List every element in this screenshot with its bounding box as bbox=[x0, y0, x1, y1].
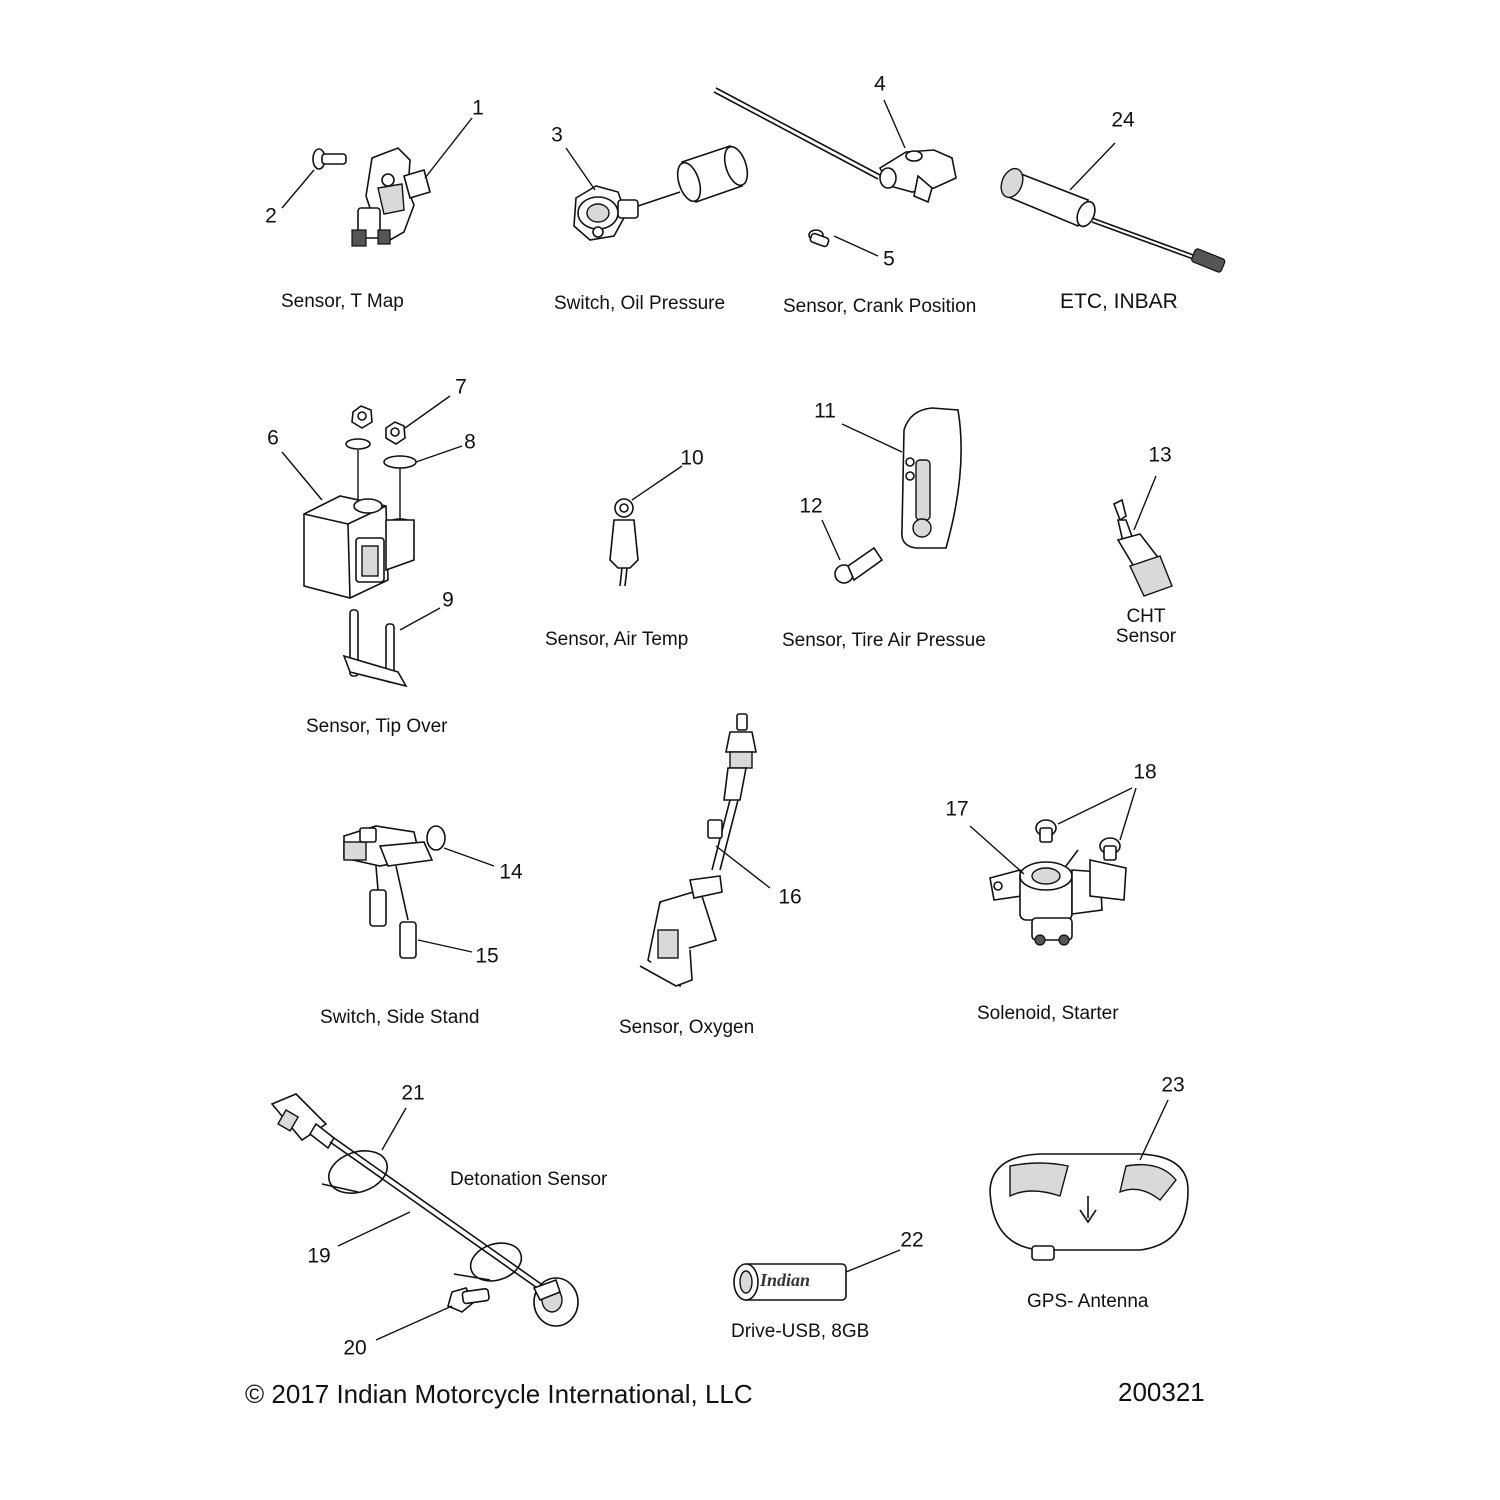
caption-crank-position: Sensor, Crank Position bbox=[783, 296, 977, 317]
oxygen-sensor-part bbox=[639, 713, 771, 988]
starter-solenoid-part bbox=[969, 787, 1137, 946]
tire-air-sensor-part bbox=[841, 407, 962, 549]
caption-usb: Drive-USB, 8GB bbox=[731, 1321, 870, 1342]
callout-7: 7 bbox=[455, 375, 467, 399]
callout-9: 9 bbox=[442, 588, 454, 612]
caption-cht: CHT Sensor bbox=[1116, 607, 1176, 647]
callout-22: 22 bbox=[900, 1228, 924, 1252]
caption-air-temp: Sensor, Air Temp bbox=[545, 629, 689, 650]
etc-inbar-part bbox=[1000, 142, 1226, 273]
indian-logo: Indian bbox=[760, 1270, 811, 1290]
caption-cht-line2: Sensor bbox=[1115, 625, 1177, 647]
caption-oil-pressure: Switch, Oil Pressure bbox=[554, 293, 726, 314]
side-stand-switch-part bbox=[343, 825, 495, 959]
callout-10: 10 bbox=[680, 446, 704, 470]
caption-solenoid: Solenoid, Starter bbox=[977, 1003, 1119, 1024]
caption-detonation: Detonation Sensor bbox=[450, 1169, 608, 1190]
crank-screw-part bbox=[808, 229, 879, 257]
air-temp-sensor-part bbox=[609, 465, 683, 587]
caption-side-stand: Switch, Side Stand bbox=[320, 1007, 480, 1028]
crank-position-sensor-part bbox=[713, 87, 957, 204]
caption-etc-inbar: ETC, INBAR bbox=[1060, 290, 1178, 313]
callout-16: 16 bbox=[778, 885, 802, 909]
callout-15: 15 bbox=[475, 944, 499, 968]
callout-14: 14 bbox=[499, 860, 523, 884]
callout-23: 23 bbox=[1161, 1073, 1185, 1097]
caption-cht-line1: CHT bbox=[1126, 606, 1166, 627]
detonation-sensor-part bbox=[270, 1093, 579, 1341]
cht-sensor-part bbox=[1112, 475, 1173, 597]
callout-19: 19 bbox=[307, 1244, 331, 1268]
callout-3: 3 bbox=[551, 123, 563, 147]
oil-pressure-switch-part bbox=[565, 144, 749, 241]
gps-antenna-part bbox=[989, 1099, 1189, 1261]
caption-t-map: Sensor, T Map bbox=[281, 291, 404, 312]
t-map-screw-part bbox=[281, 148, 347, 209]
callout-20: 20 bbox=[343, 1336, 367, 1360]
callout-11: 11 bbox=[814, 399, 836, 423]
callout-24: 24 bbox=[1111, 108, 1135, 132]
callout-1: 1 bbox=[472, 96, 484, 120]
callout-17: 17 bbox=[945, 797, 969, 821]
callout-18: 18 bbox=[1133, 760, 1157, 784]
callout-5: 5 bbox=[883, 247, 895, 271]
tire-screw-part bbox=[821, 519, 884, 584]
caption-tire-air: Sensor, Tire Air Pressue bbox=[782, 630, 986, 651]
callout-12: 12 bbox=[799, 494, 823, 518]
caption-gps: GPS- Antenna bbox=[1027, 1291, 1149, 1312]
diagram-id: 200321 bbox=[1118, 1377, 1205, 1407]
callout-13: 13 bbox=[1148, 443, 1172, 467]
callout-21: 21 bbox=[401, 1081, 425, 1105]
callout-6: 6 bbox=[267, 426, 279, 450]
callout-8: 8 bbox=[464, 430, 476, 454]
callout-4: 4 bbox=[874, 72, 886, 96]
caption-tip-over: Sensor, Tip Over bbox=[306, 716, 448, 737]
callout-2: 2 bbox=[265, 204, 277, 228]
caption-oxygen: Sensor, Oxygen bbox=[619, 1017, 755, 1038]
usb-drive-part bbox=[733, 1249, 901, 1301]
tip-over-sensor-part bbox=[281, 395, 463, 688]
copyright-text: © 2017 Indian Motorcycle International, … bbox=[245, 1379, 753, 1409]
t-map-sensor-part bbox=[351, 117, 473, 247]
